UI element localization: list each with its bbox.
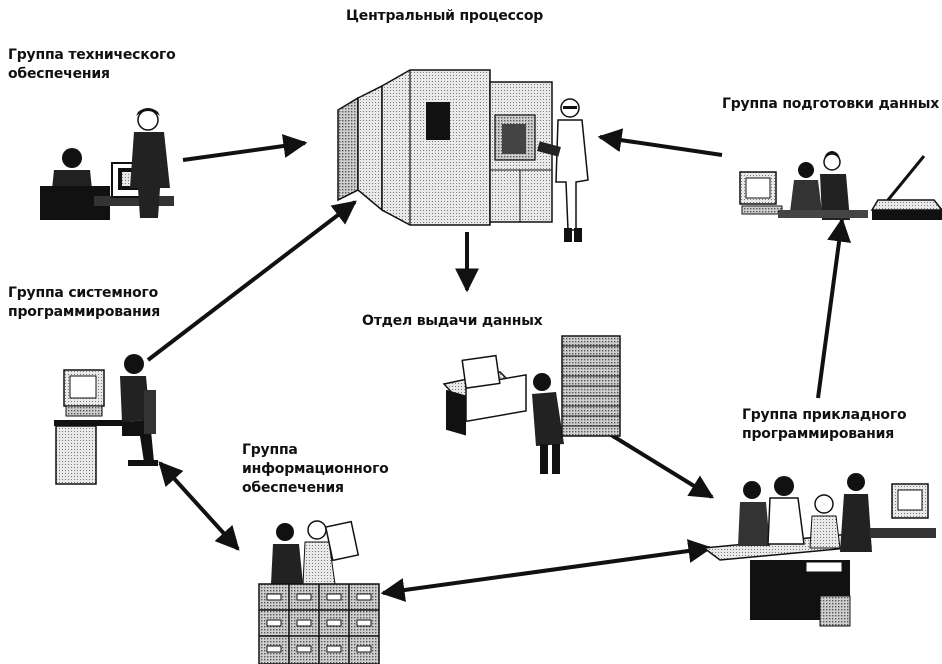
label-line: обеспечения [8,66,110,82]
edge-prep-to-cpu [597,128,723,157]
mainframe-computer-icon [337,69,589,242]
label-line: обеспечения [242,480,344,496]
label-line: Отдел выдачи данных [362,313,543,329]
data-entry-workstation-icon [739,151,942,220]
label-line: Группа подготовки данных [722,96,940,112]
printer-and-paper-stack-icon [442,335,621,474]
programmers-team-icon [702,473,936,627]
edge-output-to-app [606,431,715,499]
edge-info-app [380,539,713,602]
edge-app-to-prep [816,217,852,399]
label-line: программирования [8,304,161,320]
edge-tech-to-cpu [182,134,308,162]
file-cabinets-icon [258,520,380,664]
node-label-tech: Группа технического обеспечения [8,46,176,84]
node-label-prep: Группа подготовки данных [722,95,939,114]
label-line: Центральный процессор [346,8,544,24]
node-label-sys: Группа системного программирования [8,284,160,322]
node-label-cpu: Центральный процессор [346,7,543,26]
label-line: Группа прикладного [742,407,907,423]
label-line: программирования [742,426,895,442]
label-line: Группа системного [8,285,159,301]
label-line: информационного [242,461,389,477]
node-label-app: Группа прикладного программирования [742,406,907,444]
label-line: Группа технического [8,47,176,63]
edge-sys-info [158,461,240,551]
programmer-workstation-icon [54,354,158,485]
label-line: Группа [242,442,298,458]
node-label-output: Отдел выдачи данных [362,312,543,331]
technicians-icon [40,108,174,220]
node-label-info: Группа информационного обеспечения [242,441,389,498]
edge-sys-to-cpu [146,200,357,362]
